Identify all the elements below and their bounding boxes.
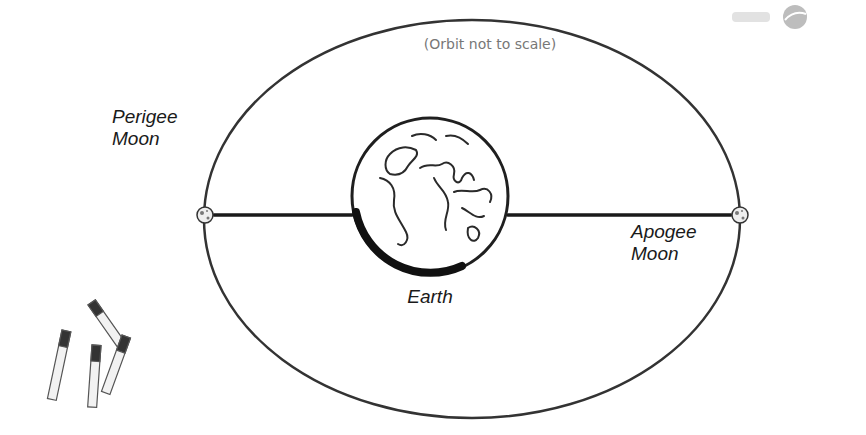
distance-line (508, 213, 731, 217)
moon-drawing (196, 206, 214, 224)
moon-circle: Perigee Moon (196, 206, 214, 224)
moon-label: Apogee Moon (631, 221, 713, 265)
moon-label: Perigee Moon (112, 106, 192, 150)
orbit-ellipse (204, 20, 740, 418)
logo-mark (732, 5, 807, 29)
markers-illustration (47, 300, 130, 408)
earth-drawing (350, 116, 510, 276)
moon-circle: Apogee Moon (731, 206, 749, 224)
moon-drawing (731, 206, 749, 224)
distance-line (214, 213, 352, 217)
note-label: (Orbit not to scale) (340, 36, 640, 52)
earth-circle: Earth (350, 116, 510, 276)
earth-label: Earth (385, 286, 475, 308)
